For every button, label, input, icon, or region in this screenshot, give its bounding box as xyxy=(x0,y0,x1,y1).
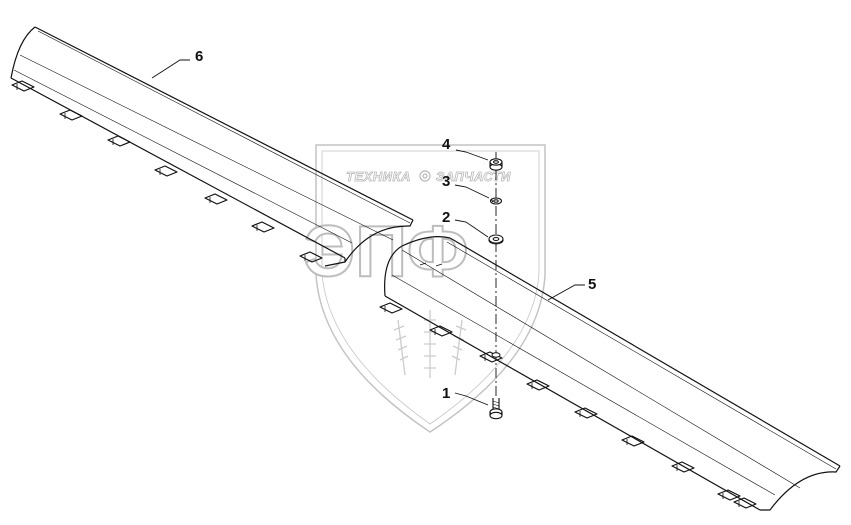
watermark-letters: ЭПФ xyxy=(304,212,468,292)
bolt-part-1 xyxy=(489,398,503,420)
flat-washer-part-2 xyxy=(488,234,504,245)
mounting-tabs-part-6 xyxy=(11,80,323,263)
callout-3: 3 xyxy=(442,173,450,190)
watermark-text-left: ТЕХНИКА xyxy=(346,169,411,184)
callout-6: 6 xyxy=(195,48,203,65)
cover-part-6 xyxy=(10,26,414,267)
mounting-hole xyxy=(491,352,501,358)
gear-icon xyxy=(419,170,431,182)
watermark-text-right: ЗАПЧАСТИ xyxy=(436,169,511,184)
wheat-icon xyxy=(393,310,467,378)
leader-lines xyxy=(151,59,585,406)
watermark-shield xyxy=(315,144,546,433)
mounting-tabs-part-5 xyxy=(379,302,757,509)
watermark: ТЕХНИКА ЗАПЧАСТИ ЭПФ xyxy=(303,144,546,433)
leader-3 xyxy=(454,184,490,199)
nut-part-4 xyxy=(489,158,503,171)
leader-1 xyxy=(454,392,489,406)
leader-5 xyxy=(547,284,585,301)
callout-1: 1 xyxy=(442,385,450,402)
leader-2 xyxy=(454,219,489,238)
leader-4 xyxy=(455,149,489,161)
callout-2: 2 xyxy=(442,209,450,226)
leader-6 xyxy=(151,59,190,79)
lock-washer-part-3 xyxy=(489,197,503,205)
cover-part-5 xyxy=(379,236,841,511)
callout-4: 4 xyxy=(442,136,451,153)
callout-5: 5 xyxy=(588,276,596,293)
